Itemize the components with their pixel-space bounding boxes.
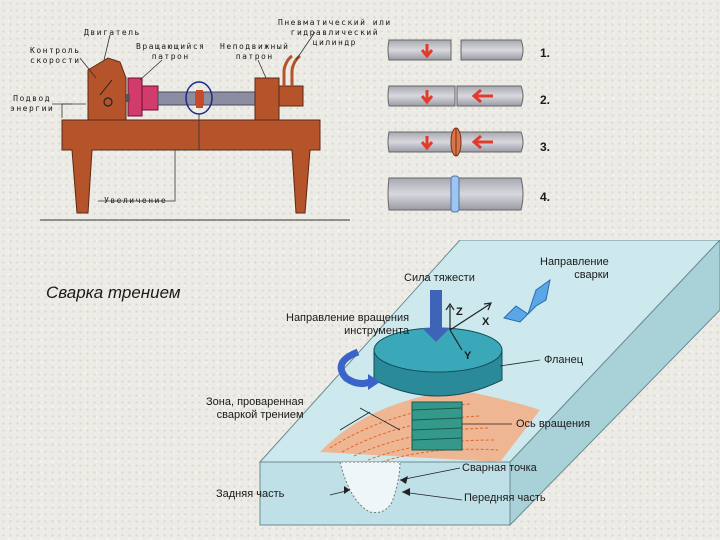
axis-z-label: Z bbox=[456, 306, 463, 318]
step-3 bbox=[387, 127, 524, 157]
label-engine: Двигатель bbox=[84, 28, 141, 37]
plate-side bbox=[509, 240, 720, 527]
label-fixed-chuck: Неподвижный патрон bbox=[220, 42, 290, 61]
weld-direction-arrow bbox=[503, 278, 551, 323]
step-1 bbox=[387, 39, 524, 61]
label-weld-point: Сварная точка bbox=[462, 462, 537, 474]
label-flange: Фланец bbox=[544, 354, 584, 366]
label-axis: Ось вращения bbox=[516, 418, 591, 430]
step-4-number: 4. bbox=[540, 190, 551, 204]
fixed-chuck bbox=[254, 77, 280, 121]
axis-x-label: X bbox=[482, 316, 490, 328]
label-front: Передняя часть bbox=[464, 492, 546, 504]
label-rotating-chuck: Вращающийся патрон bbox=[136, 42, 206, 61]
friction-welding-machine bbox=[40, 31, 350, 221]
rod-left bbox=[157, 91, 197, 106]
rotation-arrow bbox=[337, 348, 376, 387]
label-zoom: Увеличение bbox=[104, 196, 168, 205]
label-back: Задняя часть bbox=[216, 488, 285, 500]
label-zone: Зона, проваренная сваркой трением bbox=[206, 396, 304, 421]
label-speed-control: Контроль скорости bbox=[30, 46, 81, 65]
rotating-chuck bbox=[127, 77, 143, 117]
friction-stir-diagram bbox=[258, 240, 720, 527]
step-2 bbox=[387, 85, 524, 107]
weld-keyhole bbox=[339, 461, 401, 513]
label-energy-supply: Подвод энергии bbox=[10, 94, 55, 113]
machine-base bbox=[61, 119, 321, 214]
step-1-number: 1. bbox=[540, 46, 551, 60]
step-4 bbox=[387, 175, 524, 213]
step-2-number: 2. bbox=[540, 93, 551, 107]
axis-y-label: Y bbox=[464, 350, 472, 362]
page-title: Сварка трением bbox=[46, 283, 181, 302]
label-cylinder: Пневматический или гидравлический цилинд… bbox=[278, 18, 392, 47]
cylinder-pipes bbox=[282, 54, 301, 86]
welding-steps bbox=[387, 39, 524, 213]
label-gravity: Сила тяжести bbox=[404, 272, 475, 284]
motor-housing bbox=[87, 57, 127, 121]
step-3-number: 3. bbox=[540, 140, 551, 154]
label-rotation-direction: Направление вращения инструмента bbox=[286, 312, 410, 337]
gravity-arrow bbox=[430, 290, 442, 330]
label-weld-direction: Направление сварки bbox=[540, 256, 609, 281]
